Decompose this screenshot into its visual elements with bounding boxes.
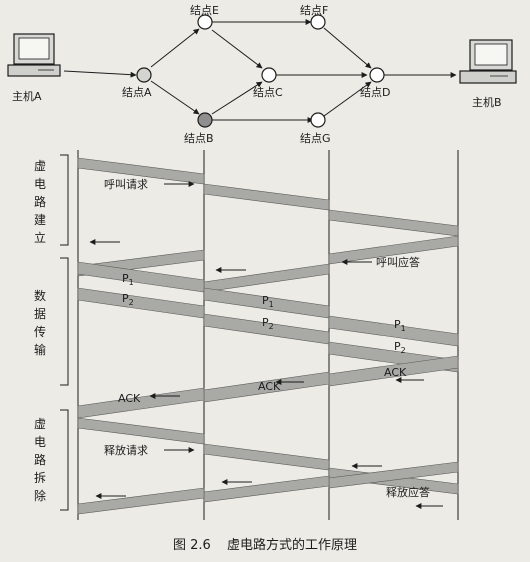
- ack-label-1: ACK: [384, 366, 407, 379]
- release-request-band-1: [77, 417, 205, 445]
- release-reply-band-2: [203, 475, 330, 503]
- network-links: [63, 19, 457, 123]
- figure-number: 图 2.6: [173, 538, 211, 553]
- call-accept-label: 呼叫应答: [376, 255, 420, 269]
- p2-band-1: [77, 287, 205, 319]
- release-char-2: 电: [34, 435, 46, 449]
- p1-label-1: P1: [122, 272, 134, 287]
- call-request-band-3: [328, 209, 459, 237]
- node-a-circle: [136, 67, 152, 83]
- release-reply-label: 释放应答: [386, 485, 430, 499]
- setup-char-1: 虚: [34, 159, 46, 173]
- node-f-label: 结点F: [300, 4, 328, 17]
- release-char-1: 虚: [34, 417, 46, 431]
- p1-label-2: P1: [262, 294, 274, 309]
- call-accept-band-2: [203, 263, 330, 293]
- ack-label-3: ACK: [118, 392, 141, 405]
- node-d-circle: [369, 67, 385, 83]
- node-a-label: 结点A: [122, 86, 152, 99]
- release-char-3: 路: [34, 452, 46, 467]
- setup-char-5: 立: [34, 230, 46, 245]
- p2-label-2: P2: [262, 316, 274, 331]
- transfer-char-3: 传: [34, 324, 46, 339]
- ack-band-1: [328, 355, 459, 387]
- transfer-char-4: 输: [34, 342, 46, 357]
- node-e-label: 结点E: [190, 4, 219, 17]
- host-a-computer-icon: [7, 33, 61, 77]
- node-f-circle: [310, 14, 326, 30]
- message-bands: [77, 157, 459, 515]
- figure-title: 虚电路方式的工作原理: [226, 538, 357, 553]
- transfer-char-2: 据: [34, 307, 46, 321]
- host-a-label: 主机A: [12, 89, 42, 103]
- node-d-label: 结点D: [360, 86, 390, 99]
- node-g-label: 结点G: [300, 132, 331, 145]
- p1-label-3: P1: [394, 318, 406, 333]
- release-char-5: 除: [34, 488, 46, 503]
- figure-caption: 图 2.6 虚电路方式的工作原理: [0, 534, 530, 553]
- phase-brackets: [60, 154, 69, 511]
- ack-label-2: ACK: [258, 380, 281, 393]
- p1-band-3: [328, 315, 459, 347]
- node-g-circle: [310, 112, 326, 128]
- host-b-label: 主机B: [472, 95, 502, 109]
- p2-label-3: P2: [394, 340, 406, 355]
- node-c-circle: [261, 67, 277, 83]
- release-char-4: 拆: [34, 470, 46, 485]
- node-b-label: 结点B: [184, 132, 214, 145]
- release-request-label: 释放请求: [104, 443, 148, 457]
- node-e-circle: [197, 14, 213, 30]
- setup-char-2: 电: [34, 177, 46, 191]
- ack-band-2: [203, 371, 330, 403]
- transfer-char-1: 数: [34, 288, 46, 303]
- p2-label-1: P2: [122, 292, 134, 307]
- call-request-label: 呼叫请求: [104, 178, 148, 191]
- release-reply-band-3: [77, 487, 205, 515]
- node-c-label: 结点C: [253, 86, 283, 99]
- call-request-band-2: [203, 183, 330, 211]
- release-reply-band-1: [328, 461, 459, 489]
- host-b-computer-icon: [459, 39, 517, 84]
- release-request-band-2: [203, 443, 330, 471]
- setup-char-3: 路: [34, 194, 46, 209]
- setup-char-4: 建: [34, 213, 46, 227]
- ack-band-3: [77, 387, 205, 419]
- node-b-circle: [197, 112, 213, 128]
